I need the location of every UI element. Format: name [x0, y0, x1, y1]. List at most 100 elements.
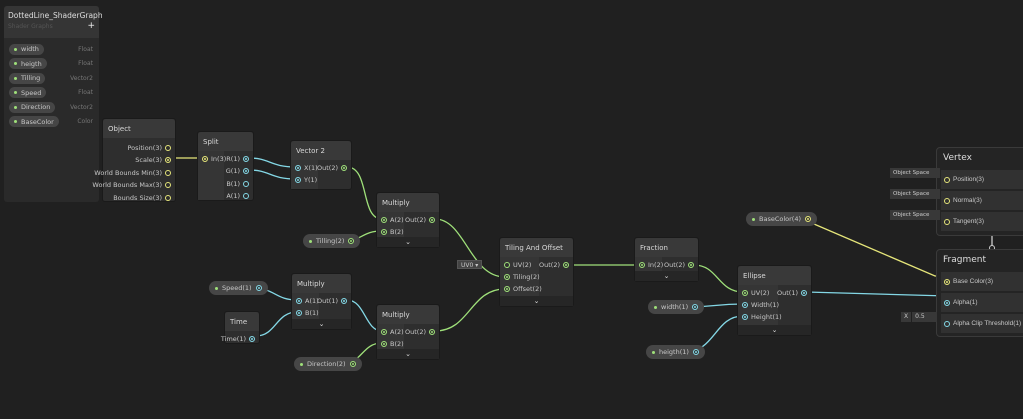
input-port[interactable]: UV(2) [742, 287, 769, 299]
property-node-heigth[interactable]: heigth(1) [646, 345, 705, 359]
property-node-speed[interactable]: Speed(1) [209, 281, 268, 295]
vertex-slot-position[interactable]: Position(3) [941, 170, 1023, 189]
uv-dropdown[interactable]: UV0 ▾ [457, 260, 483, 269]
input-port[interactable]: Tiling(2) [504, 271, 540, 283]
output-port[interactable]: Out(2) [539, 259, 569, 271]
property-pill[interactable]: Speed [9, 87, 47, 99]
input-port[interactable]: B(2) [381, 338, 404, 350]
output-port[interactable]: B(1) [226, 178, 249, 190]
input-port[interactable]: A(2) [381, 214, 404, 226]
alpha-clip-field[interactable]: X 0.5 [901, 312, 937, 322]
expand-chevron-icon[interactable]: ⌄ [292, 319, 351, 329]
output-port[interactable]: G(1) [226, 165, 249, 177]
port-dot-icon[interactable] [249, 336, 255, 342]
port-dot-icon[interactable] [429, 217, 435, 223]
space-dropdown-normal[interactable]: Object Space [890, 189, 940, 199]
port-dot-icon[interactable] [381, 229, 387, 235]
input-port[interactable]: In(2) [639, 259, 663, 271]
output-port[interactable]: Out(2) [405, 326, 435, 338]
port-dot-icon[interactable] [243, 168, 249, 175]
port-dot-icon[interactable] [243, 156, 249, 162]
input-port[interactable]: Height(1) [742, 311, 782, 323]
port-dot-icon[interactable] [742, 314, 748, 320]
port-dot-icon[interactable] [381, 217, 387, 223]
port-dot-icon[interactable] [692, 304, 699, 310]
input-port[interactable]: Width(1) [742, 299, 779, 311]
fragment-slot-base-color[interactable]: Base Color(3) [941, 272, 1023, 291]
port-dot-icon[interactable] [348, 238, 355, 244]
property-node-direction[interactable]: Direction(2) [294, 357, 362, 371]
fragment-slot-alpha-clip[interactable]: Alpha Clip Threshold(1) [941, 314, 1023, 333]
input-port[interactable]: A(2) [381, 326, 404, 338]
input-port[interactable]: UV(2) [504, 259, 531, 271]
port-dot-icon[interactable] [801, 290, 807, 296]
input-port[interactable]: A(1) [296, 295, 319, 307]
port-dot-icon[interactable] [381, 329, 387, 335]
output-port[interactable]: A(1) [226, 190, 249, 202]
port-dot-icon[interactable] [742, 290, 748, 296]
port-dot-icon[interactable] [165, 194, 171, 201]
input-port[interactable]: Y(1) [295, 174, 317, 186]
output-port[interactable]: World Bounds Max(3) [92, 179, 171, 191]
add-property-button[interactable]: + [87, 21, 95, 31]
expand-chevron-icon[interactable]: ⌄ [500, 296, 573, 306]
port-dot-icon[interactable] [688, 262, 694, 268]
port-dot-icon[interactable] [202, 156, 208, 162]
property-node-width[interactable]: width(1) [648, 300, 705, 314]
property-pill[interactable]: BaseColor [9, 116, 59, 128]
port-dot-icon[interactable] [563, 262, 569, 268]
property-node-tilling[interactable]: Tilling(2) [303, 234, 361, 248]
port-dot-icon[interactable] [341, 298, 347, 304]
expand-chevron-icon[interactable]: ⌄ [377, 237, 439, 247]
port-dot-icon[interactable] [429, 329, 435, 335]
port-dot-icon[interactable] [165, 169, 171, 176]
vertex-slot-tangent[interactable]: Tangent(3) [941, 212, 1023, 231]
port-dot-icon[interactable] [295, 177, 301, 183]
property-pill[interactable]: Direction [9, 101, 56, 113]
fragment-slot-alpha[interactable]: Alpha(1) [941, 293, 1023, 312]
input-port[interactable]: Offset(2) [504, 283, 542, 295]
output-port[interactable]: Out(2) [405, 214, 435, 226]
output-port[interactable]: World Bounds Min(3) [94, 167, 171, 179]
output-port[interactable]: R(1) [226, 153, 249, 165]
port-dot-icon[interactable] [805, 216, 812, 222]
output-port[interactable]: Position(3) [127, 142, 171, 154]
output-port[interactable]: Bounds Size(3) [113, 192, 171, 204]
output-port[interactable]: Out(2) [317, 162, 347, 174]
port-dot-icon[interactable] [165, 182, 171, 189]
output-port[interactable]: Out(1) [777, 287, 807, 299]
port-dot-icon[interactable] [504, 274, 510, 280]
output-port[interactable]: Out(2) [664, 259, 694, 271]
clip-value-input[interactable]: 0.5 [912, 312, 937, 322]
vertex-slot-normal[interactable]: Normal(3) [941, 191, 1023, 210]
property-node-basecolor[interactable]: BaseColor(4) [746, 212, 818, 226]
input-port[interactable]: In(3) [202, 153, 226, 165]
port-dot-icon[interactable] [255, 285, 262, 291]
port-dot-icon[interactable] [165, 157, 171, 164]
property-pill[interactable]: width [9, 43, 44, 55]
expand-chevron-icon[interactable]: ⌄ [635, 271, 698, 281]
port-dot-icon[interactable] [295, 165, 301, 171]
port-dot-icon[interactable] [296, 310, 302, 316]
port-dot-icon[interactable] [381, 341, 387, 347]
input-port[interactable]: X(1) [295, 162, 318, 174]
port-dot-icon[interactable] [504, 286, 510, 292]
port-dot-icon[interactable] [349, 361, 356, 367]
output-port[interactable]: Scale(3) [135, 154, 171, 166]
expand-chevron-icon[interactable]: ⌄ [377, 349, 439, 359]
output-port[interactable]: Time(1) [221, 333, 255, 345]
